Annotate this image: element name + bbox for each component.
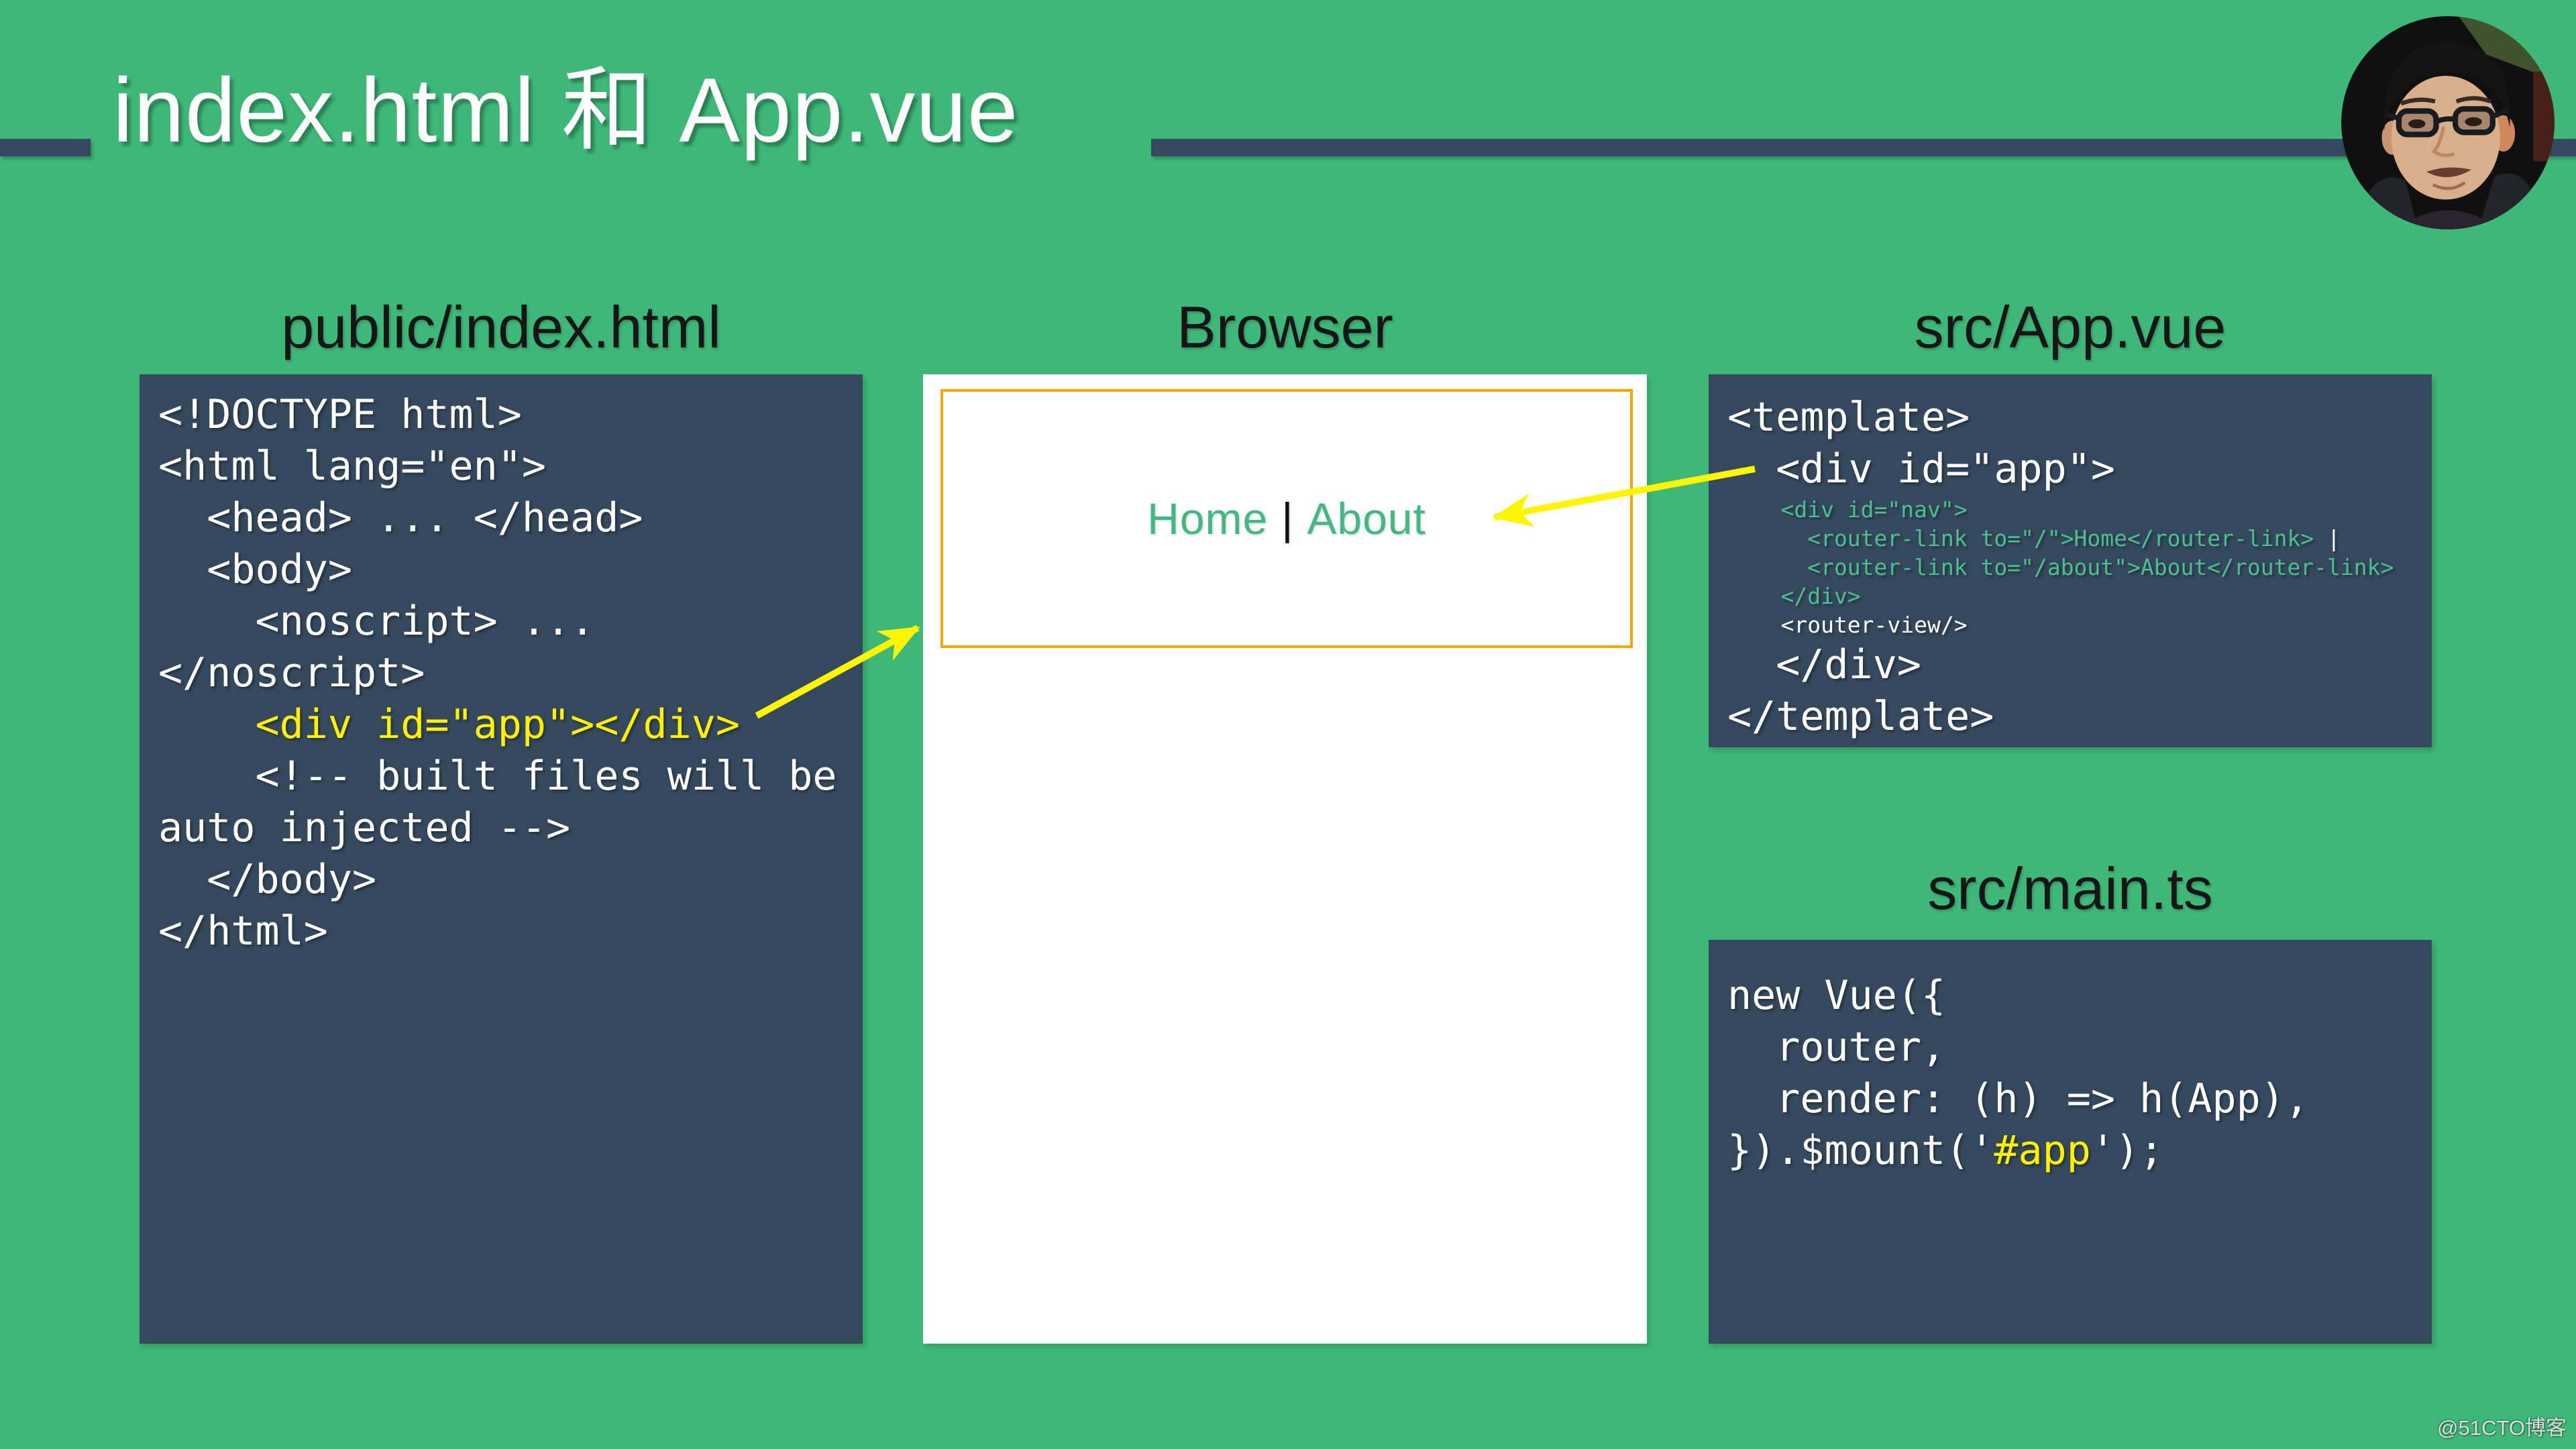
watermark: @51CTO博客 <box>2437 1416 2567 1440</box>
code-line: </div> <box>1727 583 1861 609</box>
code-line: <head> ... </head> <box>158 494 643 541</box>
presenter-avatar <box>2341 16 2555 229</box>
code-panel-index-html: <!DOCTYPE html> <html lang="en"> <head> .… <box>140 374 863 1344</box>
app-mount-outline: Home| About <box>941 389 1633 648</box>
code-line: }).$mount('#app'); <box>1727 1125 2432 1177</box>
code-line: new Vue({ <box>1727 972 1946 1019</box>
code-line: <router-link to="/">Home</router-link> | <box>1727 524 2432 553</box>
code-segment: <router-link to="/">Home</router-link> <box>1727 525 2314 551</box>
code-line: <body> <box>158 546 352 593</box>
code-line: </template> <box>1727 693 1994 740</box>
code-line: <div id="app"> <box>1727 445 2115 492</box>
code-line: <template> <box>1727 394 1970 441</box>
page-title: index.html 和 App.vue <box>113 59 1019 161</box>
nav-separator: | <box>1281 494 1294 543</box>
title-rule-left <box>0 139 91 156</box>
heading-public-index-html: public/index.html <box>281 294 721 360</box>
heading-src-main-ts: src/main.ts <box>1927 855 2213 922</box>
code-segment: }).$mount(' <box>1727 1127 1994 1174</box>
code-line: render: (h) => h(App), <box>1727 1075 2309 1122</box>
code-line: <!-- built files will be <box>158 753 837 800</box>
code-line: <noscript> ... <box>158 598 595 645</box>
browser-window: Home| About <box>923 374 1647 1344</box>
code-panel-app-vue: <template> <div id="app"> <div id="nav">… <box>1709 374 2432 747</box>
code-line: auto injected --> <box>158 804 571 851</box>
router-nav: Home| About <box>1147 493 1426 544</box>
heading-browser: Browser <box>1177 294 1393 360</box>
code-line: </noscript> <box>158 649 425 696</box>
heading-src-app-vue: src/App.vue <box>1914 294 2226 360</box>
code-line: <html lang="en"> <box>158 443 546 490</box>
code-line: </div> <box>1727 641 1921 688</box>
code-line: </body> <box>158 856 377 903</box>
code-line: <div id="nav"> <box>1727 496 1968 523</box>
code-segment: '); <box>2090 1127 2164 1174</box>
code-panel-main-ts: new Vue({ router, render: (h) => h(App),… <box>1709 940 2432 1344</box>
code-segment: #app <box>1994 1127 2091 1174</box>
title-rule-right <box>1151 139 2576 156</box>
code-line: <router-link to="/about">About</router-l… <box>1727 554 2394 580</box>
code-line: </html> <box>158 908 328 955</box>
home-link: Home <box>1147 494 1269 543</box>
code-segment: | <box>2314 525 2341 551</box>
code-line: <div id="app"></div> <box>158 701 740 748</box>
code-line: <!DOCTYPE html> <box>158 391 522 438</box>
presenter-photo-illustration <box>2341 16 2555 229</box>
code-line: router, <box>1727 1024 1946 1071</box>
about-link: About <box>1307 494 1426 543</box>
code-line: <router-view/> <box>1727 612 1968 638</box>
